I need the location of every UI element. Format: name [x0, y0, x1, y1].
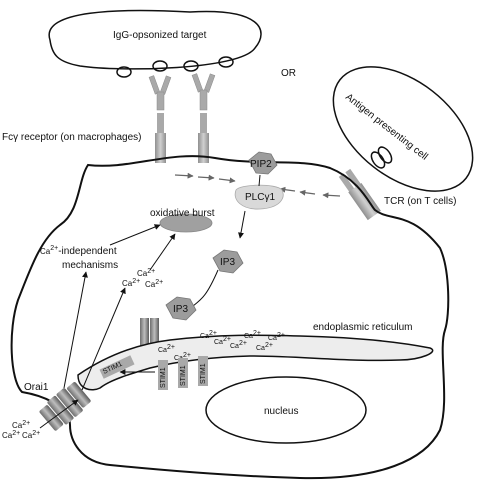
plc-label: PLCγ1 — [245, 192, 275, 203]
or-label: OR — [281, 68, 296, 79]
tcr-label: TCR (on T cells) — [384, 196, 456, 207]
plc-gamma1-shape — [234, 184, 284, 210]
fc-receptor-right — [198, 113, 209, 163]
ip3-er-label: IP3 — [173, 304, 188, 315]
endoplasmic-reticulum — [77, 334, 434, 391]
svg-text:Ca2+: Ca2+ — [137, 268, 155, 278]
tcr-receptor — [338, 168, 381, 221]
oxidative-burst-label: oxidative burst — [150, 208, 215, 219]
stim1-label-2: STIM1 — [180, 365, 187, 386]
antigen-rings — [116, 56, 234, 78]
orai1-label: Orai1 — [24, 382, 49, 393]
svg-text:Ca2+: Ca2+ — [230, 340, 247, 350]
svg-text:Ca2+: Ca2+ — [268, 332, 285, 342]
pip2-hexagon-icon — [248, 151, 278, 175]
svg-text:Ca2+: Ca2+ — [122, 278, 140, 288]
ip3-cytosol-hexagon-icon — [212, 249, 244, 274]
pip2-label: PIP2 — [250, 159, 272, 170]
svg-text:Ca2+: Ca2+ — [244, 330, 261, 340]
stim1-label-1: STIM1 — [160, 367, 167, 388]
ca-to-burst-arrow — [149, 233, 176, 271]
ip3-er-hexagon-icon — [165, 296, 197, 321]
ca-cluster-extracellular: Ca2+ Ca2+ Ca2+ — [2, 420, 40, 440]
mechanisms-label: mechanisms — [62, 260, 118, 271]
ca-cluster-cytosol: Ca2+ Ca2+ Ca2+ — [122, 268, 163, 289]
igg-antibody-right — [191, 73, 216, 111]
svg-text:Ca2+: Ca2+ — [22, 430, 40, 440]
tcr-signal-arrows — [279, 186, 341, 199]
ca-independent-arrow — [109, 224, 161, 246]
ip3-cytosol-label: IP3 — [220, 257, 235, 268]
svg-text:Ca2+: Ca2+ — [214, 336, 231, 346]
fc-receptor-left — [155, 113, 166, 163]
plc-to-ip3-arrow — [238, 210, 246, 239]
orai1-channel-icon — [39, 382, 91, 431]
svg-text:Ca2+: Ca2+ — [2, 430, 20, 440]
svg-text:Ca2+: Ca2+ — [200, 330, 217, 340]
svg-text:Ca2+: Ca2+ — [256, 342, 273, 352]
svg-text:Ca2+: Ca2+ — [158, 344, 175, 354]
orai-to-mechanisms-arrow — [63, 271, 88, 389]
orai-to-ca-arrow — [81, 287, 126, 391]
fc-receptor-label: Fcγ receptor (on macrophages) — [2, 132, 142, 143]
oxidative-burst-icon — [159, 213, 213, 233]
antigen-presenting-cell — [332, 66, 474, 192]
stim1-label-3: STIM1 — [200, 363, 207, 384]
nucleus-label: nucleus — [264, 406, 298, 417]
ca-independent-label: Ca2+-independent — [40, 245, 117, 257]
igg-target-cell — [48, 9, 262, 70]
cell-membrane — [10, 155, 450, 480]
er-label: endoplasmic reticulum — [313, 322, 413, 333]
igg-target-label: IgG-opsonized target — [113, 30, 207, 41]
nucleus — [205, 376, 367, 444]
pip2-plc-link — [258, 174, 261, 187]
svg-text:Ca2+: Ca2+ — [145, 279, 163, 289]
ca-entry-arrow — [39, 399, 79, 429]
svg-text:Ca2+: Ca2+ — [12, 420, 30, 430]
stim1-proteins — [99, 355, 208, 390]
mhc-rings — [370, 146, 393, 169]
fc-signal-arrows — [174, 172, 236, 184]
ip3-receptor-channel-icon — [140, 318, 159, 348]
igg-antibody-left — [148, 75, 172, 111]
